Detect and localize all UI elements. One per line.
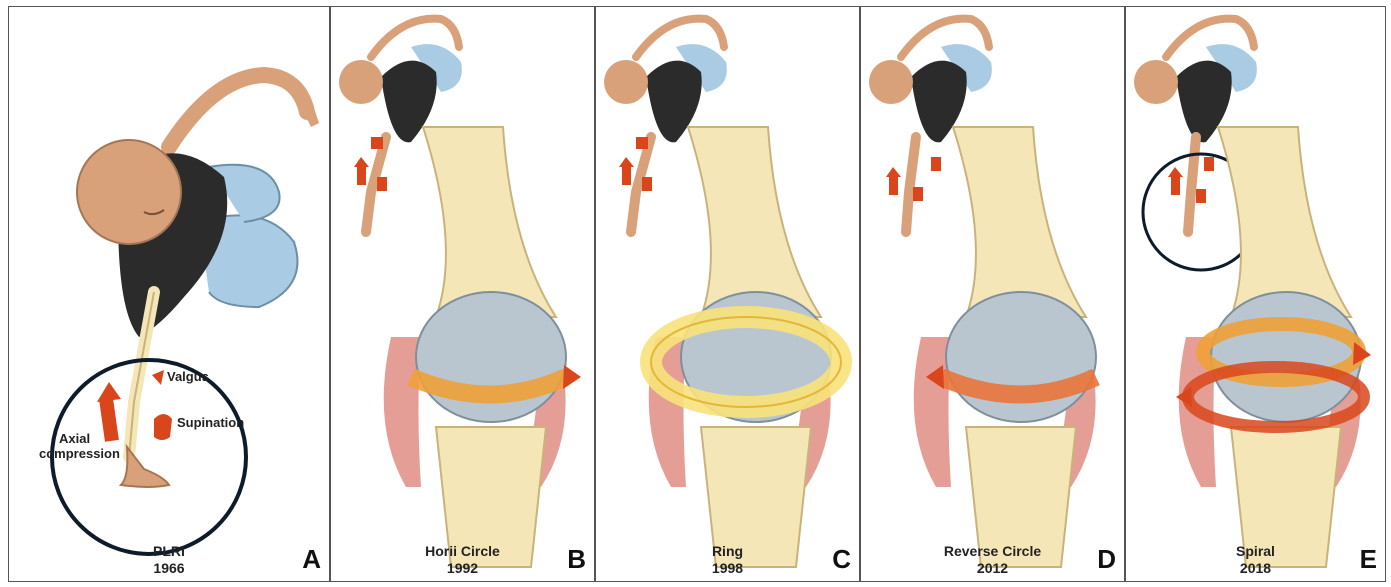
elbow-joint-icon: [331, 7, 595, 582]
panel-c-caption: Ring 1998: [596, 543, 859, 577]
panel-d: Reverse Circle 2012 D: [860, 6, 1125, 582]
panel-e: Spiral 2018 E: [1125, 6, 1386, 582]
panel-d-caption: Reverse Circle 2012: [861, 543, 1124, 577]
panel-d-name: Reverse Circle: [861, 543, 1124, 560]
injury-arrow-icon: [622, 165, 631, 185]
injury-arrow-icon: [357, 165, 366, 185]
injury-arrow-icon: [1171, 175, 1180, 195]
panel-c-year: 1998: [596, 560, 859, 577]
panel-c-name: Ring: [596, 543, 859, 560]
panel-d-year: 2012: [861, 560, 1124, 577]
panel-e-year: 2018: [1126, 560, 1385, 577]
panel-b: Horii Circle 1992 B: [330, 6, 595, 582]
panel-d-letter: D: [1097, 544, 1116, 575]
panel-a-letter: A: [302, 544, 321, 575]
supination-label: Supination: [177, 415, 244, 430]
supination-arrow-icon: [154, 414, 172, 440]
panel-e-caption: Spiral 2018: [1126, 543, 1385, 577]
person-falling-icon: [9, 7, 330, 582]
valgus-label: Valgus: [167, 369, 209, 384]
elbow-joint-icon: [1126, 7, 1386, 582]
elbow-joint-icon: [596, 7, 860, 582]
panel-a-year: 1966: [9, 560, 329, 577]
panel-c-letter: C: [832, 544, 851, 575]
panel-a-name: PLRI: [9, 543, 329, 560]
axial-label-line2: compression: [39, 446, 120, 461]
panel-e-name: Spiral: [1126, 543, 1385, 560]
panel-c: Ring 1998 C: [595, 6, 860, 582]
panel-b-year: 1992: [331, 560, 594, 577]
elbow-joint-icon: [861, 7, 1125, 582]
panel-b-letter: B: [567, 544, 586, 575]
valgus-arrow-icon: [152, 370, 164, 385]
axial-compression-arrow-icon: [99, 398, 119, 442]
panel-a: Valgus Supination Axial compression PLRI…: [8, 6, 330, 582]
panel-a-caption: PLRI 1966: [9, 543, 329, 577]
injury-arrow-icon: [889, 175, 898, 195]
panel-b-caption: Horii Circle 1992: [331, 543, 594, 577]
panel-b-name: Horii Circle: [331, 543, 594, 560]
panel-e-letter: E: [1360, 544, 1377, 575]
axial-label-line1: Axial: [59, 431, 90, 446]
